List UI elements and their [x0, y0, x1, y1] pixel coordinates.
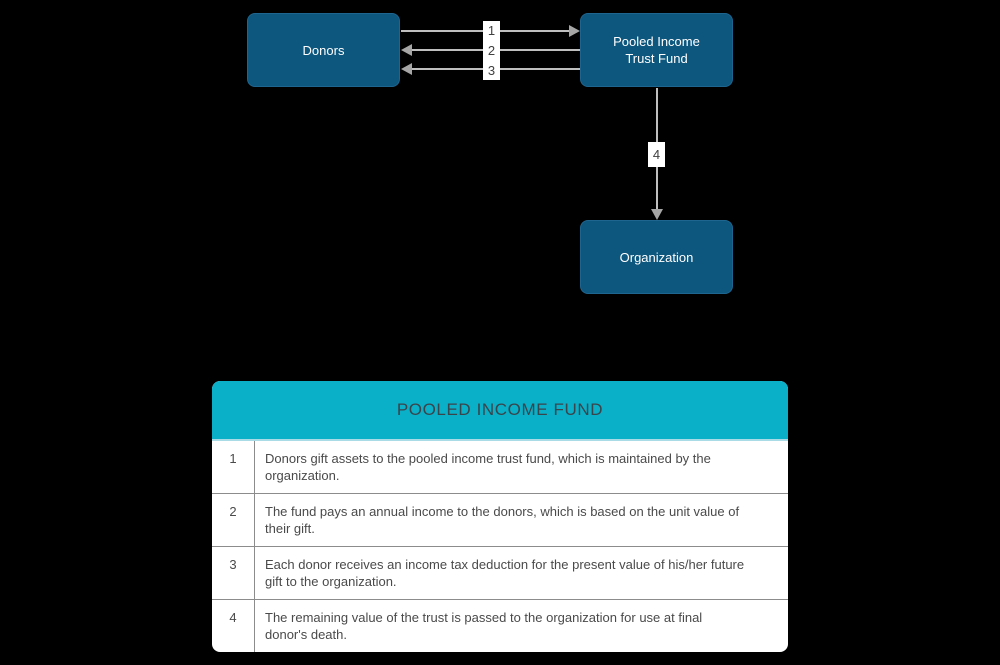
- edge-3-arrowhead-icon: [401, 63, 412, 75]
- edge-label-strip: 1 2 3: [483, 21, 500, 80]
- table-body: 1 Donors gift assets to the pooled incom…: [212, 441, 788, 652]
- row-description: Donors gift assets to the pooled income …: [265, 451, 711, 483]
- edge-4-arrowhead-icon: [651, 209, 663, 220]
- row-number: 3: [212, 547, 255, 599]
- edge-2-label: 2: [487, 43, 496, 58]
- row-description: The remaining value of the trust is pass…: [265, 610, 703, 642]
- table-title: POOLED INCOME FUND: [396, 400, 604, 419]
- edge-2-arrowhead-icon: [401, 44, 412, 56]
- row-description: Each donor receives an income tax deduct…: [265, 557, 745, 589]
- node-donors-label: Donors: [302, 42, 345, 58]
- node-organization: Organization: [580, 220, 733, 294]
- node-pooled-income-trust-fund: Pooled Income Trust Fund: [580, 13, 733, 87]
- edge-1-label: 1: [487, 23, 496, 38]
- edge-4-label: 4: [648, 142, 665, 167]
- row-number: 1: [212, 441, 255, 493]
- table-row: 3 Each donor receives an income tax dedu…: [212, 546, 788, 599]
- row-number: 4: [212, 600, 255, 652]
- node-donors: Donors: [247, 13, 400, 87]
- table-row: 4 The remaining value of the trust is pa…: [212, 599, 788, 652]
- pooled-income-fund-table: POOLED INCOME FUND 1 Donors gift assets …: [212, 381, 788, 652]
- node-pooled-income-trust-fund-label: Pooled Income Trust Fund: [613, 34, 700, 66]
- node-organization-label: Organization: [619, 249, 694, 265]
- table-row: 2 The fund pays an annual income to the …: [212, 493, 788, 546]
- row-description: The fund pays an annual income to the do…: [265, 504, 740, 536]
- table-header: POOLED INCOME FUND: [212, 381, 788, 441]
- edge-1-arrowhead-icon: [569, 25, 580, 37]
- row-number: 2: [212, 494, 255, 546]
- table-row: 1 Donors gift assets to the pooled incom…: [212, 441, 788, 493]
- edge-3-label: 3: [487, 63, 496, 78]
